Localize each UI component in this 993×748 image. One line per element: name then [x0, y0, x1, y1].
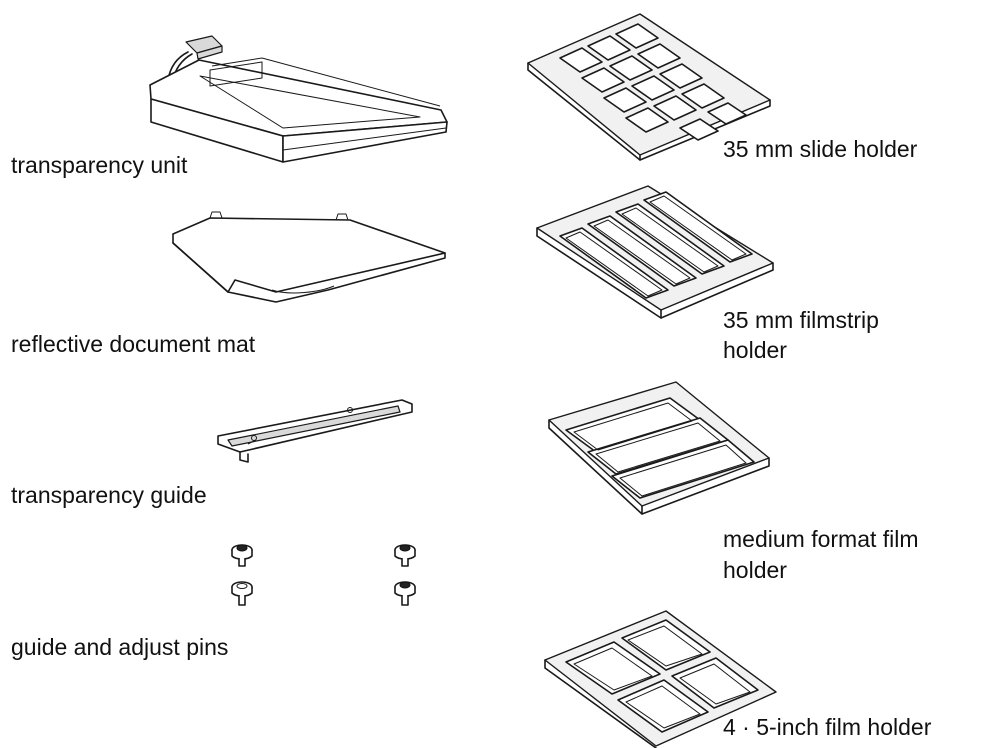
label-reflective-mat: reflective document mat — [11, 331, 256, 357]
label-transparency-unit: transparency unit — [11, 152, 188, 178]
transparency-guide-illustration — [217, 399, 413, 463]
label-filmstrip-holder-line1: 35 mm filmstrip — [723, 307, 879, 333]
label-medium-format-line2: holder — [723, 557, 787, 583]
four-by-five-holder-illustration — [544, 610, 777, 748]
label-transparency-guide: transparency guide — [11, 482, 207, 508]
medium-format-frames — [565, 397, 755, 499]
transparency-unit-illustration — [149, 35, 448, 163]
slide-holder-illustration — [527, 13, 771, 161]
medium-format-holder-illustration — [548, 381, 770, 515]
label-pins: guide and adjust pins — [11, 634, 229, 660]
pin-4 — [394, 581, 416, 606]
pin-1 — [231, 544, 253, 567]
label-slide-holder: 35 mm slide holder — [723, 136, 918, 162]
four-by-five-frames — [565, 619, 759, 733]
pin-2 — [394, 544, 416, 567]
filmstrip-holder-illustration — [536, 185, 774, 319]
label-medium-format-line1: medium format film — [723, 526, 919, 552]
pins-illustration — [231, 544, 416, 606]
label-four-by-five-holder: 4 · 5-inch film holder — [723, 714, 932, 740]
filmstrip-slots — [559, 191, 753, 299]
reflective-mat-illustration — [172, 211, 446, 303]
pin-3 — [231, 581, 253, 606]
label-filmstrip-holder-line2: holder — [723, 337, 787, 363]
slide-frames — [559, 23, 747, 141]
